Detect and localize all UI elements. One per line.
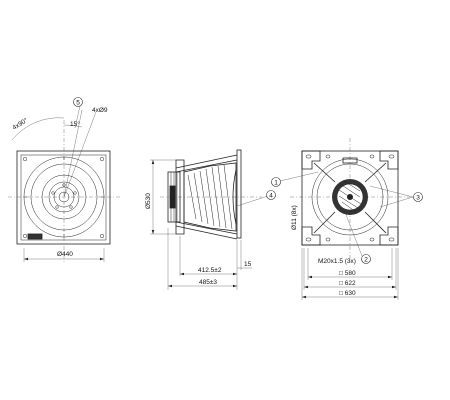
side-dim-412-label: 412.5±2 [198,267,222,274]
side-blade [217,165,227,229]
side-inlet-cone [232,169,237,225]
side-view: Ø530 412.5±2 485±3 15 4 [145,149,276,290]
side-strut-bottom [175,225,238,240]
callout-1-leader [279,171,319,182]
callout-2-number: 2 [364,256,368,263]
front-corner-hole [99,156,105,162]
side-impeller [183,162,237,232]
rear-dim-580-label: □ 580 [339,270,356,277]
rear-slot [369,154,375,159]
rear-motor-hub [347,194,353,200]
rear-dim-622-label: □ 622 [339,280,356,287]
rear-corner-bracket [301,226,321,246]
side-diameter-label: Ø530 [145,193,152,209]
front-hub-bolt [73,191,77,195]
front-angle-label: 4x90° [11,116,30,132]
rear-terminal-box [342,157,358,164]
callout-4-number: 4 [269,192,273,199]
front-hole-label: 4xØ9 [92,107,108,114]
rear-slot [325,237,331,242]
callout-2-leader [344,211,363,257]
front-plate [16,150,111,245]
front-width-label: Ø440 [57,251,73,258]
front-angle-arc-large [11,117,65,141]
rear-thread-label: M20x1.5 (3x) [318,258,356,265]
rear-corner-bracket [301,150,321,170]
rear-arm [313,211,336,234]
rear-slot [388,154,395,159]
side-blade [205,168,215,227]
side-blade [211,166,221,228]
rear-slot-label: Ø11 (8x) [291,205,298,230]
front-plate-inner [20,154,107,241]
front-corner-hole [22,233,28,239]
front-leader-line [63,111,97,198]
side-motor-core [169,185,176,209]
front-view: Ø440 15° 4xØ9 4x90° 5 [8,97,120,262]
rear-slot [305,237,312,242]
rear-dim-630-label: □ 630 [339,290,356,297]
front-hub-inner [58,191,70,203]
side-blade [193,172,203,223]
side-flange [236,149,242,239]
front-angle-line [63,109,83,198]
front-angle-small-label: 15° [70,120,80,128]
callout-2 [361,254,371,264]
side-bracket [175,159,185,235]
rear-ring-outer [311,158,389,236]
callout-4 [266,190,276,200]
front-ring-3 [41,174,87,220]
rear-arm [313,162,336,183]
callout-3 [413,192,423,202]
callout-5-leader [74,105,81,129]
side-strut-top-2 [175,159,238,173]
front-corner-hole [99,233,105,239]
front-hub-bolt [62,183,66,187]
front-hub-outer [48,181,80,213]
side-blade [187,174,197,220]
rear-plate [301,150,399,246]
front-hub-bolt [51,191,55,195]
side-strut-bottom-2 [175,221,238,235]
callout-3-leader [369,185,414,198]
rear-corner-bracket [379,226,399,246]
front-hub-bolt [69,205,73,209]
callout-1-number: 1 [274,179,278,186]
side-blade [223,164,233,230]
rear-corner-bracket [379,150,399,170]
rear-slot [325,154,331,159]
rear-slot [305,154,312,159]
side-dim-485-label: 485±3 [199,279,217,286]
side-blade [199,170,209,225]
rear-arm [364,211,387,234]
front-hub-mid [53,186,75,208]
rear-slot [369,237,375,242]
side-dim-15-label: 15 [244,261,252,268]
callout-4-leader [236,195,269,207]
rear-arm [364,162,387,183]
rear-ring-inner [316,163,384,231]
side-strut-top [175,154,238,169]
front-corner-hole [22,156,28,162]
callout-5-number: 5 [76,99,80,106]
callout-3-number: 3 [416,194,420,201]
rear-view: Ø11 (8x) M20x1.5 (3x) □ 580 □ 622 □ 630 … [271,138,423,300]
callout-1 [271,177,281,187]
callout-5 [73,97,83,107]
front-terminal-box [27,233,43,240]
front-ring-2 [30,163,98,231]
rear-dim-arrows [302,275,398,299]
callout-3-leader-2 [379,196,414,208]
front-angle-arc-small [63,124,83,128]
front-hub-bolt [55,205,59,209]
rear-slot [388,237,395,242]
